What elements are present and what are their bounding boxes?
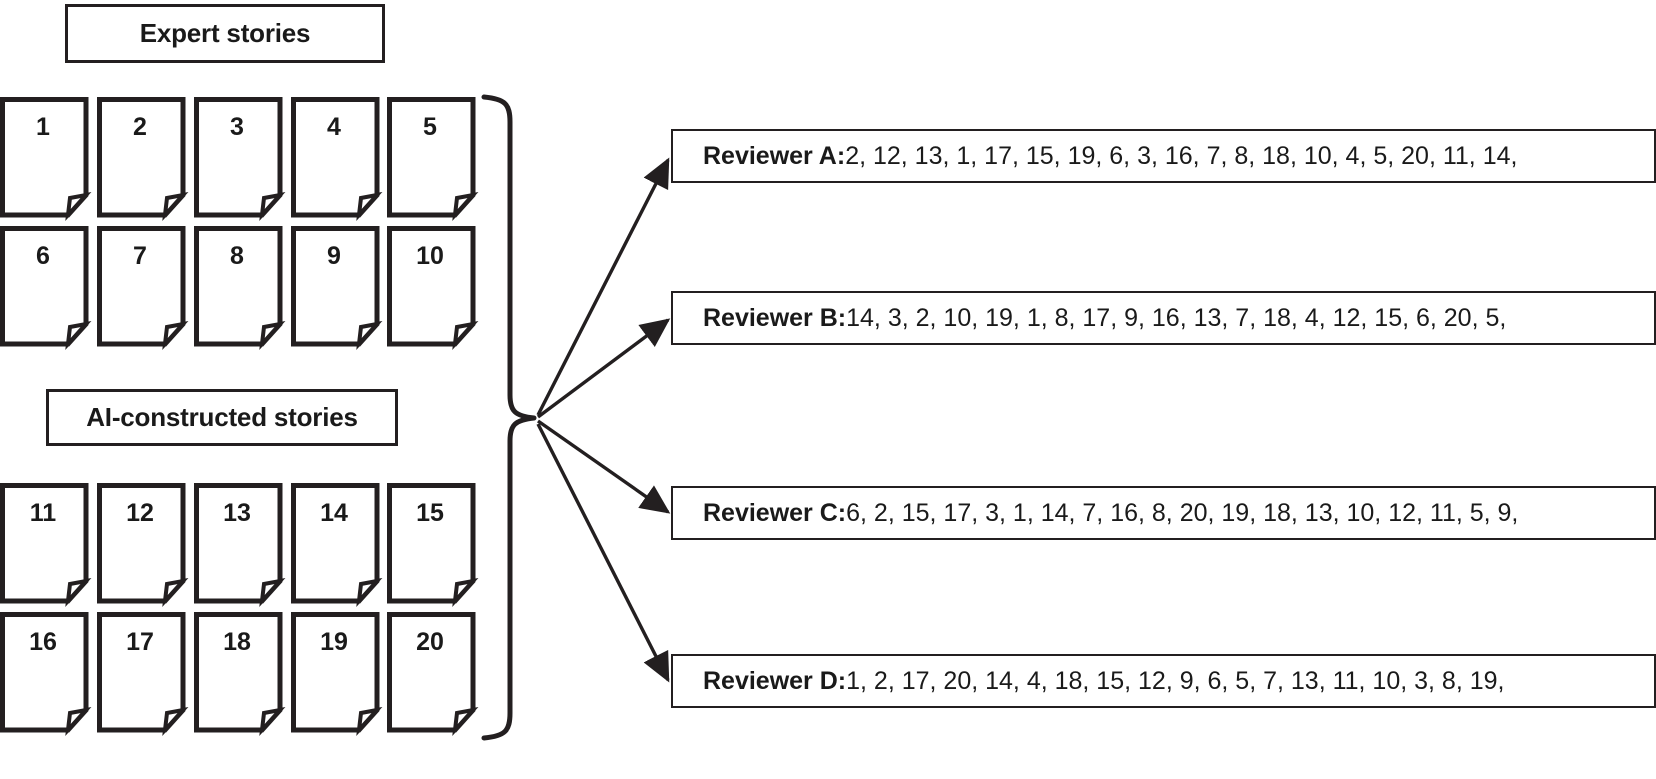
- story-card-number: 7: [133, 242, 147, 270]
- story-card-2: 2: [97, 97, 189, 222]
- story-card-15: 15: [387, 483, 479, 608]
- document-icon: [291, 612, 383, 737]
- document-icon: [194, 97, 286, 222]
- story-card-number: 5: [423, 113, 437, 141]
- reviewer-d-order: 1, 2, 17, 20, 14, 4, 18, 15, 12, 9, 6, 5…: [846, 666, 1505, 695]
- story-card-8: 8: [194, 226, 286, 351]
- story-card-7: 7: [97, 226, 189, 351]
- story-card-number: 12: [126, 499, 154, 527]
- reviewer-c-name: Reviewer C:: [703, 498, 847, 527]
- document-icon: [97, 483, 189, 608]
- story-card-1: 1: [0, 97, 92, 222]
- story-card-number: 15: [416, 499, 444, 527]
- story-card-17: 17: [97, 612, 189, 737]
- reviewer-a-box: Reviewer A:2, 12, 13, 1, 17, 15, 19, 6, …: [671, 129, 1656, 183]
- story-card-20: 20: [387, 612, 479, 737]
- reviewer-b-order: 14, 3, 2, 10, 19, 1, 8, 17, 9, 16, 13, 7…: [846, 303, 1507, 332]
- document-icon: [387, 226, 479, 351]
- arrow-to-reviewer-c: [537, 419, 671, 514]
- document-icon: [97, 226, 189, 351]
- story-card-10: 10: [387, 226, 479, 351]
- ai-constructed-stories-label: AI-constructed stories: [46, 389, 398, 446]
- grouping-brace: [481, 94, 537, 741]
- story-card-16: 16: [0, 612, 92, 737]
- document-icon: [387, 97, 479, 222]
- document-icon: [291, 226, 383, 351]
- story-card-19: 19: [291, 612, 383, 737]
- story-card-number: 2: [133, 113, 147, 141]
- story-card-18: 18: [194, 612, 286, 737]
- story-card-number: 20: [416, 628, 444, 656]
- story-card-number: 19: [320, 628, 348, 656]
- story-card-number: 17: [126, 628, 154, 656]
- story-card-number: 10: [416, 242, 444, 270]
- story-card-4: 4: [291, 97, 383, 222]
- reviewer-d-box: Reviewer D: 1, 2, 17, 20, 14, 4, 18, 15,…: [671, 654, 1656, 708]
- story-card-5: 5: [387, 97, 479, 222]
- document-icon: [194, 483, 286, 608]
- story-card-3: 3: [194, 97, 286, 222]
- arrow-to-reviewer-a: [536, 157, 670, 416]
- document-icon: [387, 612, 479, 737]
- story-card-number: 11: [29, 499, 57, 527]
- reviewer-d-name: Reviewer D:: [703, 666, 847, 695]
- story-card-14: 14: [291, 483, 383, 608]
- story-card-number: 13: [223, 499, 251, 527]
- document-icon: [0, 97, 92, 222]
- reviewer-c-box: Reviewer C: 6, 2, 15, 17, 3, 1, 14, 7, 1…: [671, 486, 1656, 540]
- story-card-number: 16: [29, 628, 57, 656]
- arrow-to-reviewer-b: [536, 318, 671, 419]
- expert-stories-label: Expert stories: [65, 4, 385, 63]
- document-icon: [194, 612, 286, 737]
- story-card-number: 4: [327, 113, 341, 141]
- document-icon: [97, 612, 189, 737]
- reviewer-b-name: Reviewer B:: [703, 303, 847, 332]
- story-card-number: 18: [223, 628, 251, 656]
- reviewer-a-order: 2, 12, 13, 1, 17, 15, 19, 6, 3, 16, 7, 8…: [845, 141, 1518, 170]
- story-card-number: 1: [36, 113, 50, 141]
- story-card-9: 9: [291, 226, 383, 351]
- document-icon: [291, 483, 383, 608]
- story-card-number: 9: [327, 242, 341, 270]
- document-icon: [387, 483, 479, 608]
- arrow-to-reviewer-d: [536, 423, 670, 683]
- reviewer-b-box: Reviewer B: 14, 3, 2, 10, 19, 1, 8, 17, …: [671, 291, 1656, 345]
- story-card-11: 11: [0, 483, 92, 608]
- document-icon: [0, 226, 92, 351]
- story-card-13: 13: [194, 483, 286, 608]
- story-card-6: 6: [0, 226, 92, 351]
- document-icon: [0, 483, 92, 608]
- document-icon: [194, 226, 286, 351]
- story-card-number: 6: [36, 242, 50, 270]
- document-icon: [291, 97, 383, 222]
- document-icon: [97, 97, 189, 222]
- story-card-12: 12: [97, 483, 189, 608]
- story-card-number: 8: [230, 242, 244, 270]
- document-icon: [0, 612, 92, 737]
- story-card-number: 14: [320, 499, 348, 527]
- reviewer-a-name: Reviewer A:: [703, 141, 846, 170]
- reviewer-c-order: 6, 2, 15, 17, 3, 1, 14, 7, 16, 8, 20, 19…: [846, 498, 1519, 527]
- story-card-number: 3: [230, 113, 244, 141]
